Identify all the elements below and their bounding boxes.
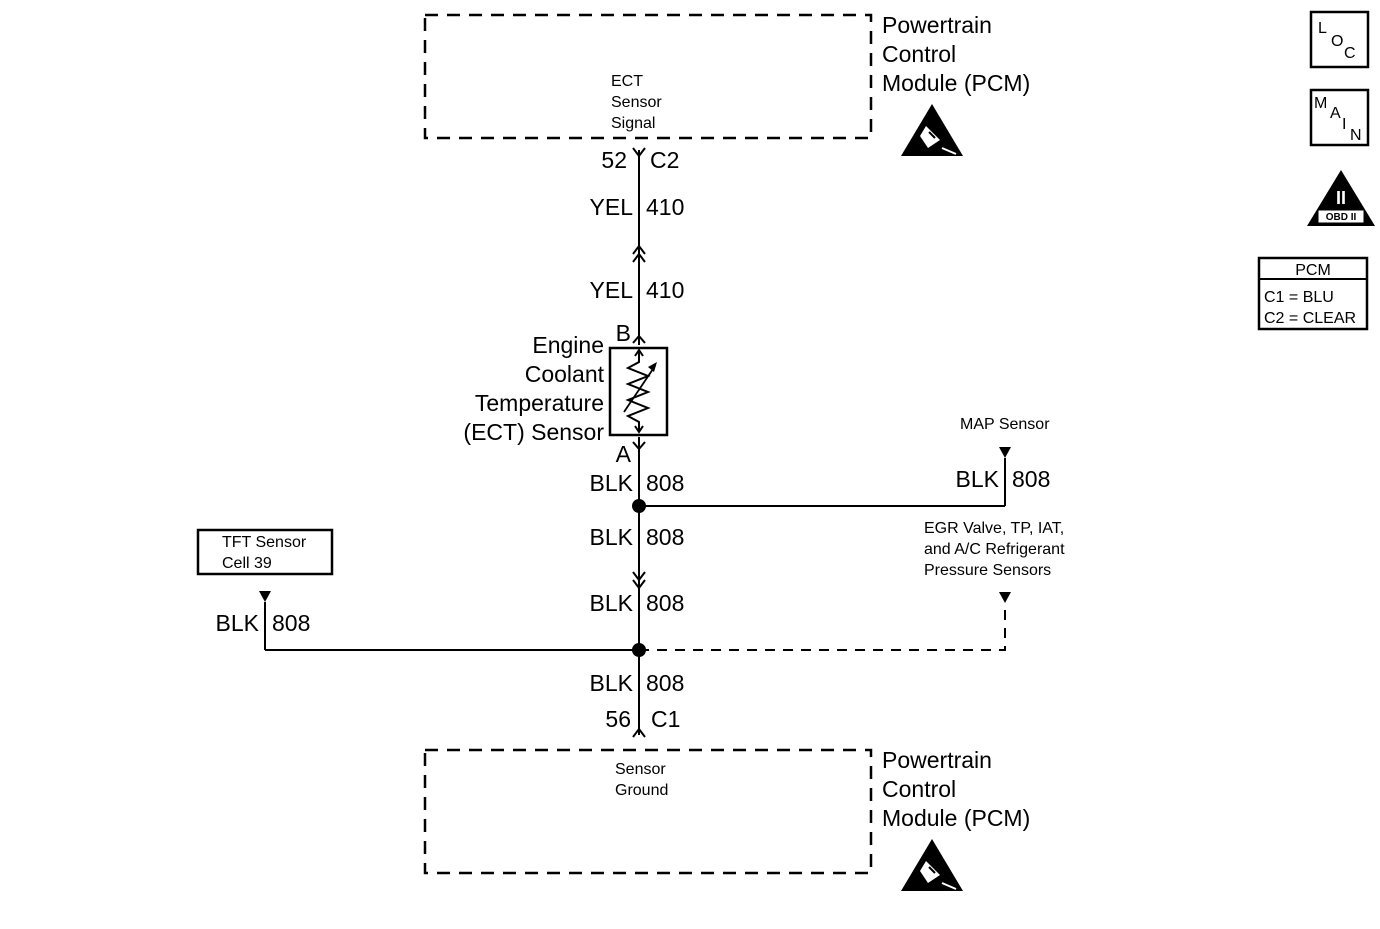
wire-blk-map-color: BLK: [956, 466, 1000, 492]
loc-o: O: [1331, 33, 1343, 50]
pcm-top-box: [423, 13, 873, 140]
tft-ref-box: [196, 528, 334, 576]
main-a: A: [1330, 105, 1341, 122]
main-i: I: [1342, 116, 1346, 133]
inline-connector-yel: [632, 244, 646, 263]
pcm-bottom-signal-line2: Ground: [615, 782, 668, 799]
ect-terminal-b: B: [616, 320, 631, 346]
pcm-top-title-line2: Control: [882, 41, 956, 67]
wire-yel-upper-color: YEL: [590, 194, 634, 220]
wire-yel-lower-circuit: 410: [646, 277, 684, 303]
main-icon[interactable]: M A I N: [1309, 88, 1370, 147]
ect-terminal-a: A: [616, 441, 632, 467]
tft-sensor-reference[interactable]: TFT Sensor Cell 39: [196, 528, 334, 576]
other-sensors-line3[interactable]: Pressure Sensors: [924, 562, 1051, 579]
map-sensor-label[interactable]: MAP Sensor: [960, 416, 1050, 433]
ect-name-line4: (ECT) Sensor: [463, 419, 604, 445]
ect-terminal-b-chevron: [632, 334, 646, 344]
main-n: N: [1350, 127, 1362, 144]
wire-yel-lower-color: YEL: [590, 277, 634, 303]
wire-blk-map-circuit: 808: [1012, 466, 1050, 492]
obd2-icon[interactable]: II OBD II: [1307, 170, 1375, 226]
wire-blk-b-circuit: 808: [646, 524, 684, 550]
pcm-connector-table[interactable]: PCM C1 = BLU C2 = CLEAR: [1257, 256, 1369, 331]
pcm-top-signal-line1: ECT: [611, 73, 643, 90]
pcm-table-header: PCM: [1295, 262, 1331, 279]
pcm-bottom-pin: 56: [605, 706, 631, 732]
thermistor-icon: [623, 348, 657, 434]
pcm-top-pin: 52: [601, 147, 627, 173]
tft-ref-line1: TFT Sensor: [222, 534, 307, 551]
pcm-bottom-title-line1: Powertrain: [882, 747, 992, 773]
ect-sensor[interactable]: [608, 346, 669, 437]
wire-blk-d-color: BLK: [590, 670, 634, 696]
other-sensors-line2[interactable]: and A/C Refrigerant: [924, 541, 1065, 558]
connector-c2-top: 52 C2: [601, 147, 679, 173]
wire-to-other-sensors: [639, 604, 1006, 651]
loc-l: L: [1318, 20, 1327, 37]
wire-blk-tft-color: BLK: [216, 610, 260, 636]
pcm-bottom-title-line2: Control: [882, 776, 956, 802]
pcm-bottom-module[interactable]: Sensor Ground: [423, 748, 873, 875]
inline-connector-blk: [632, 571, 646, 590]
ect-name-line3: Temperature: [475, 390, 604, 416]
obd2-label: OBD II: [1326, 212, 1357, 223]
wire-blk-a-circuit: 808: [646, 470, 684, 496]
ect-name-line1: Engine: [532, 332, 604, 358]
pcm-table-row-c2: C2 = CLEAR: [1264, 310, 1356, 327]
wire-yel-upper-circuit: 410: [646, 194, 684, 220]
loc-c: C: [1344, 45, 1356, 62]
main-m: M: [1314, 95, 1327, 112]
connector-c1-bottom: 56 C1: [605, 706, 680, 738]
pcm-top-signal-line2: Sensor: [611, 94, 662, 111]
map-sensor-arrow-icon: [999, 447, 1011, 458]
pcm-top-connector: C2: [650, 147, 679, 173]
wire-blk-tft-circuit: 808: [272, 610, 310, 636]
wire-blk-b-color: BLK: [590, 524, 634, 550]
esd-warning-icon: [901, 104, 963, 156]
other-sensors-line1[interactable]: EGR Valve, TP, IAT,: [924, 520, 1064, 537]
pcm-table-row-c1: C1 = BLU: [1264, 289, 1334, 306]
pcm-bottom-signal-line1: Sensor: [615, 761, 666, 778]
loc-icon[interactable]: L O C: [1309, 10, 1370, 69]
wire-blk-d-circuit: 808: [646, 670, 684, 696]
pcm-top-title-line3: Module (PCM): [882, 70, 1030, 96]
pcm-top-signal-line3: Signal: [611, 115, 655, 132]
other-sensors-arrow-icon: [999, 592, 1011, 603]
pcm-bottom-box: [423, 748, 873, 875]
tft-ref-line2: Cell 39: [222, 555, 272, 572]
pcm-top-module[interactable]: ECT Sensor Signal: [423, 13, 873, 140]
pcm-bottom-title-line3: Module (PCM): [882, 805, 1030, 831]
obd2-numeral: II: [1336, 188, 1346, 208]
wire-blk-c-color: BLK: [590, 590, 634, 616]
esd-warning-icon: [901, 839, 963, 891]
wire-blk-c-circuit: 808: [646, 590, 684, 616]
pcm-top-title-line1: Powertrain: [882, 12, 992, 38]
wire-blk-a-color: BLK: [590, 470, 634, 496]
ect-name-line2: Coolant: [525, 361, 605, 387]
pcm-bottom-connector: C1: [651, 706, 680, 732]
tft-arrow-icon: [259, 591, 271, 602]
